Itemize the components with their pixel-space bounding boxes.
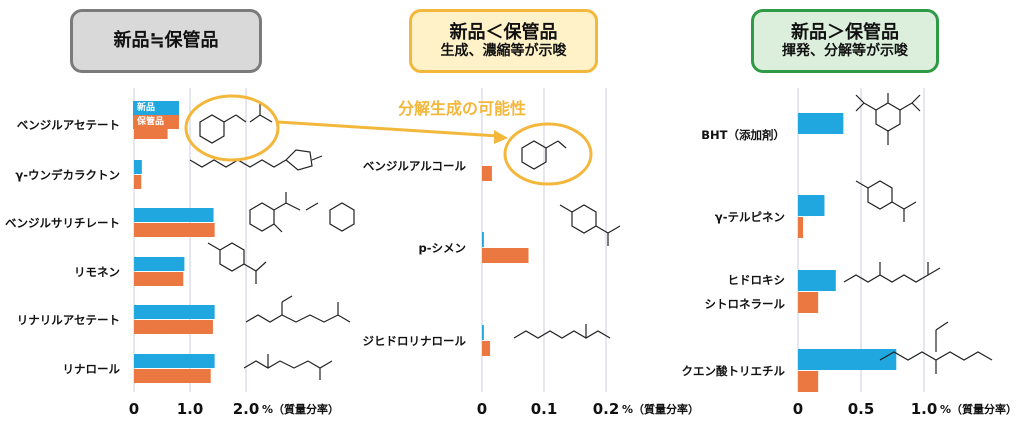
category-label: ベンジルサリチレート [5,216,120,230]
bar-new [134,354,215,368]
category-label: ヒドロキシ [728,273,786,287]
bar-new [134,305,215,319]
p-cymene-structure-icon [559,204,621,246]
x-tick-label: 0.5 [848,400,875,418]
benzyl-acetate-structure-icon [199,103,273,144]
x-tick-label: 0 [793,400,803,418]
panel2-title: 新品＜保管品 [449,21,558,43]
x-tick-label: 0 [477,400,487,418]
x-unit-label: %（質量分率） [262,402,339,416]
bar-new [134,257,185,271]
bar-new [798,195,825,216]
bar-stored [798,292,819,313]
bar-new [798,113,844,134]
bar-stored [482,341,491,356]
category-label: リナロール [63,362,121,376]
x-tick-label: 2.0 [233,400,260,418]
bar-stored [798,371,819,392]
panel3-header: 新品＞保管品 揮発、分解等が示唆 [751,9,939,73]
category-label: クエン酸トリエチル [682,364,786,378]
x-tick-label: 0 [129,400,139,418]
bar-stored [134,320,213,334]
legend: 新品 保管品 [133,101,179,129]
category-label: ベンジルアセテート [17,118,120,132]
category-label: ジヒドロリナロール [363,334,467,348]
bar-stored [134,175,142,189]
bht-structure-icon [855,93,921,145]
bar-stored [134,223,215,237]
bar-stored [482,166,492,181]
gamma-terpinene-structure-icon [855,180,917,222]
legend-new: 新品 [133,101,179,115]
category-label: ベンジルアルコール [363,159,467,173]
panel3-subtitle: 揮発、分解等が示唆 [782,43,908,60]
x-tick-label: 0.1 [531,400,558,418]
undecalactone-structure-icon [189,149,323,171]
panel1-title: 新品≒保管品 [113,30,219,52]
bar-new [798,270,836,291]
limonene-structure-icon [207,242,267,284]
category-label: BHT（添加剤） [701,128,785,142]
bar-stored [134,369,211,383]
hydroxycitronellal-structure-icon [843,262,941,283]
panel1-header: 新品≒保管品 [70,9,262,73]
x-unit-label: %（質量分率） [622,402,699,416]
bar-new [134,208,214,222]
panel2-subtitle: 生成、濃縮等が示唆 [440,43,567,60]
category-label: リナリルアセテート [17,313,120,327]
x-unit-label: %（質量分率） [940,402,1017,416]
structure-drawings [189,93,993,380]
linalool-structure-icon [243,354,333,380]
benzyl-alcohol-structure-icon [521,140,567,170]
legend-stored: 保管品 [133,115,179,129]
panel2-header: 新品＜保管品 生成、濃縮等が示唆 [409,9,598,73]
category-label: p-シメン [418,241,466,255]
bar-stored [798,217,804,238]
x-tick-label: 0.2 [593,400,620,418]
bar-stored [482,248,529,263]
bar-new [482,325,484,340]
x-tick-label: 1.0 [911,400,938,418]
decomposition-annotation-label: 分解生成の可能性 [398,99,527,118]
panel3-title: 新品＞保管品 [791,21,899,43]
linalyl-acetate-structure-icon [245,295,351,323]
bar-stored [134,272,184,286]
category-label: γ-テルピネン [715,210,785,224]
bar-new [134,160,142,174]
dihydrolinalool-structure-icon [513,324,611,339]
category-label: リモネン [74,265,120,279]
highlight-annotation [184,94,593,186]
bar-new [798,349,897,370]
x-tick-label: 1.0 [177,400,204,418]
category-label-line2: シトロネラール [705,297,786,311]
triethyl-citrate-structure-icon [879,321,993,374]
benzyl-salicylate-structure-icon [249,192,355,233]
category-label: γ-ウンデカラクトン [15,168,120,182]
bar-new [482,232,484,247]
